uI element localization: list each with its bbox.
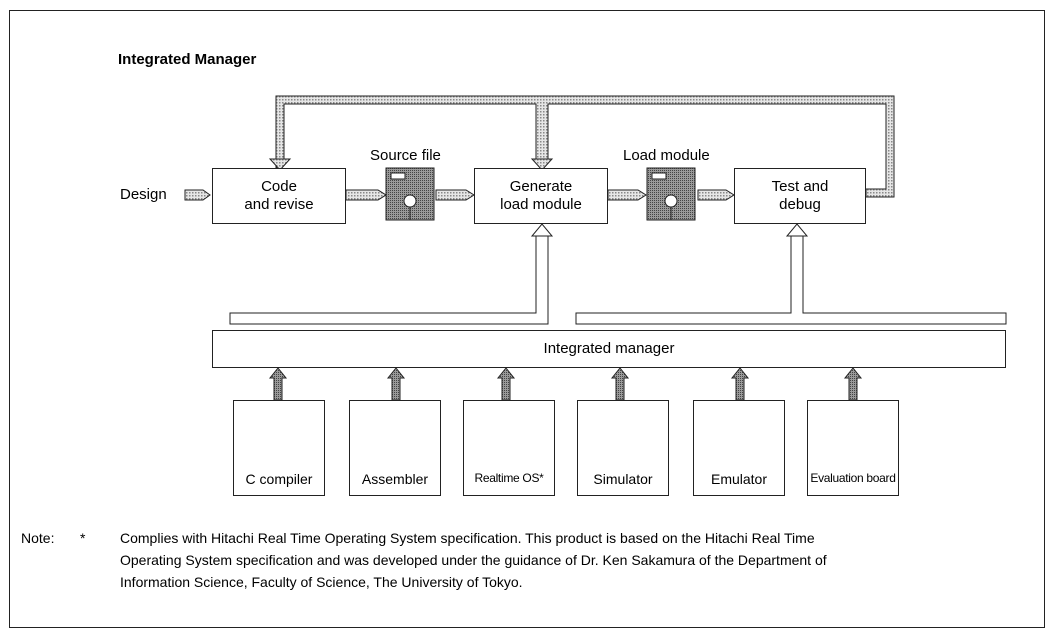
tool-label: Emulator <box>710 471 768 487</box>
tool-arrows <box>268 367 863 401</box>
tool-realtime-os: Realtime OS* <box>463 400 555 496</box>
arrow-down-code <box>268 158 292 171</box>
tool-label: C compiler <box>245 471 313 487</box>
figure-frame <box>9 10 1045 628</box>
integrated-manager-box: Integrated manager <box>212 330 1006 368</box>
source-file-label: Source file <box>370 147 441 164</box>
tool-assembler: Assembler <box>349 400 441 496</box>
tool-label: Evaluation board <box>810 471 896 485</box>
generate-line1: Generate <box>509 178 573 195</box>
design-label: Design <box>120 186 167 203</box>
arrow-up-test <box>785 223 809 237</box>
code-line2: and revise <box>244 196 314 213</box>
note-marker: * <box>80 530 86 546</box>
integrated-manager-label: Integrated manager <box>543 340 675 357</box>
tool-evaluation-board: Evaluation board <box>807 400 899 496</box>
arrow-down-generate <box>530 158 554 171</box>
tool-label: Realtime OS* <box>474 471 544 485</box>
test-line1: Test and <box>771 178 829 195</box>
tool-label: Simulator <box>593 471 653 487</box>
arrow-design <box>184 189 211 201</box>
test-line2: debug <box>779 196 821 213</box>
arrow-source-to-generate <box>435 189 475 201</box>
arrow-load-to-test <box>697 189 735 201</box>
tool-c-compiler: C compiler <box>233 400 325 496</box>
arrow-generate-to-load <box>607 189 647 201</box>
load-module-label: Load module <box>623 147 710 164</box>
load-module-floppy-icon <box>646 167 696 221</box>
tool-label: Assembler <box>361 471 429 487</box>
note-line-2: Operating System specification and was d… <box>120 552 827 568</box>
note-prefix: Note: <box>21 530 55 546</box>
arrow-up-generate <box>530 223 554 237</box>
note-line-1: Complies with Hitachi Real Time Operatin… <box>120 530 815 546</box>
connector-test <box>575 235 1007 325</box>
generate-line2: load module <box>500 196 582 213</box>
code-line1: Code <box>261 178 297 195</box>
tool-simulator: Simulator <box>577 400 669 496</box>
connector-generate <box>229 235 549 325</box>
feedback-loop-pipe <box>275 95 895 198</box>
note-line-3: Information Science, Faculty of Science,… <box>120 574 523 590</box>
tool-emulator: Emulator <box>693 400 785 496</box>
figure-title: Integrated Manager <box>118 51 257 68</box>
arrow-code-to-source <box>345 189 387 201</box>
source-file-floppy-icon <box>385 167 435 221</box>
